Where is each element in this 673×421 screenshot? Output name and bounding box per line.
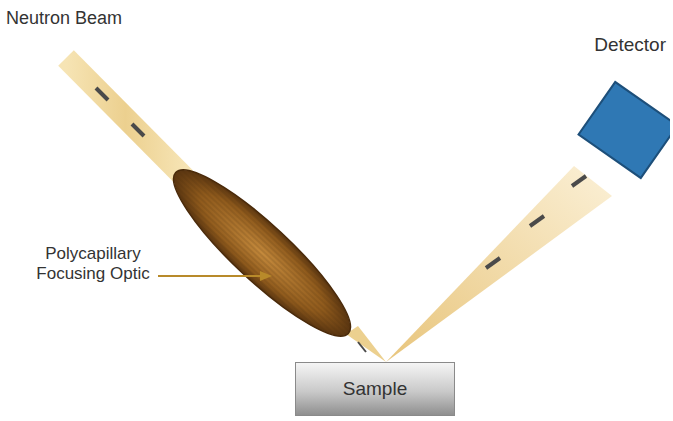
detector-label: Detector: [556, 34, 670, 56]
optic-label: Polycapillary Focusing Optic: [30, 244, 156, 285]
incoming-beam: [66, 58, 185, 178]
detector-box: Detector: [556, 34, 670, 204]
beam-label: Neutron Beam: [6, 8, 186, 30]
detector-body: [579, 82, 670, 178]
sample-label: Sample: [343, 378, 407, 400]
sample-block: Sample: [295, 362, 455, 416]
scattered-beam: [386, 166, 612, 362]
polycapillary-optic: [157, 152, 368, 354]
focused-beam: [346, 326, 386, 362]
detector-symbol: [556, 34, 670, 204]
leader-arrow: [158, 271, 272, 281]
